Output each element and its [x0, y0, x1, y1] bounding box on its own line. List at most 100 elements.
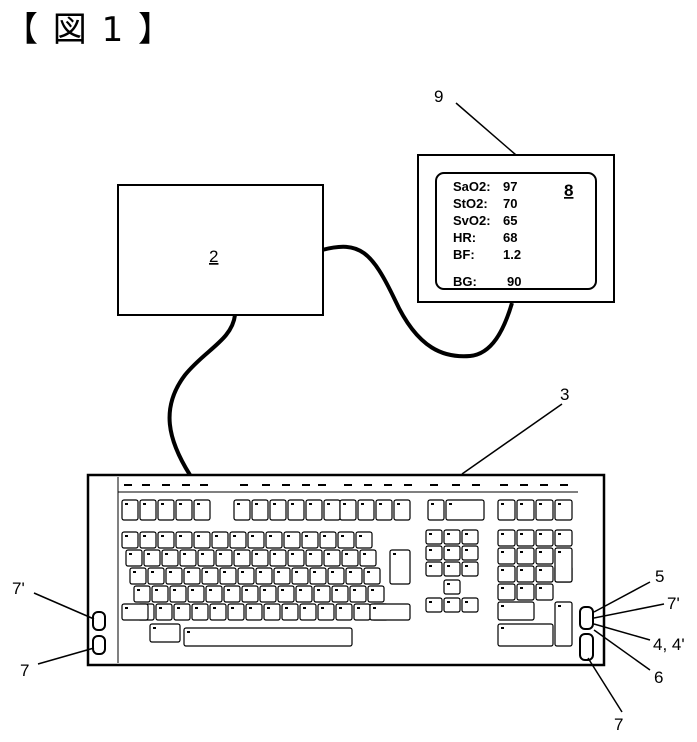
- key-legend-mark: [379, 503, 382, 505]
- keyboard-key: [517, 548, 534, 564]
- keyboard-key: [462, 546, 478, 560]
- keyboard-key: [310, 568, 326, 584]
- key-legend-mark: [197, 535, 200, 537]
- key-legend-mark: [281, 589, 284, 591]
- key-legend-mark: [520, 587, 523, 589]
- keyboard-key: [122, 532, 138, 548]
- keyboard-key: [166, 568, 182, 584]
- keyboard-key: [150, 624, 180, 642]
- keyboard-key: [126, 550, 142, 566]
- leader-line-left-7: [38, 648, 94, 664]
- left-sensor-lower: [93, 636, 105, 654]
- keyboard-label: 3: [560, 385, 569, 404]
- key-legend-mark: [539, 503, 542, 505]
- key-legend-mark: [335, 589, 338, 591]
- callout-5: 5: [655, 567, 664, 586]
- key-legend-mark: [187, 631, 190, 633]
- keyboard-key: [354, 604, 370, 620]
- key-legend-mark: [273, 553, 276, 555]
- keyboard-key: [188, 586, 204, 602]
- keyboard-key: [148, 568, 164, 584]
- keyboard-key: [338, 532, 354, 548]
- key-legend-mark: [197, 503, 200, 505]
- key-legend-mark: [161, 535, 164, 537]
- cable-box-to-keyboard: [170, 315, 235, 475]
- keyboard-key: [324, 550, 340, 566]
- key-legend-mark: [155, 589, 158, 591]
- keyboard-key: [122, 604, 148, 620]
- keyboard-key: [246, 604, 262, 620]
- keyboard-key: [292, 568, 308, 584]
- keyboard-key: [300, 604, 316, 620]
- keyboard-key: [364, 568, 380, 584]
- key-legend-mark: [209, 589, 212, 591]
- keyboard-key: [498, 548, 515, 564]
- key-legend-mark: [520, 551, 523, 553]
- keyboard-key: [158, 500, 174, 520]
- keyboard-key: [234, 500, 250, 520]
- keyboard-key: [428, 500, 444, 520]
- key-legend-mark: [501, 587, 504, 589]
- key-legend-mark: [173, 589, 176, 591]
- monitor: 8 SaO2: 97 StO2: 70 SvO2: 65 HR: 68 BF: …: [418, 155, 614, 302]
- key-legend-mark: [343, 503, 346, 505]
- key-legend-mark: [429, 533, 432, 535]
- key-legend-mark: [520, 533, 523, 535]
- keyboard-key: [444, 530, 460, 544]
- key-legend-mark: [147, 553, 150, 555]
- key-legend-mark: [520, 569, 523, 571]
- key-legend-mark: [241, 571, 244, 573]
- key-legend-mark: [349, 571, 352, 573]
- keyboard-key: [517, 500, 534, 520]
- key-legend-mark: [233, 535, 236, 537]
- keyboard-key: [498, 566, 515, 582]
- key-legend-mark: [558, 605, 561, 607]
- bg-value: 90: [507, 274, 521, 289]
- legend-mark: [240, 484, 248, 486]
- key-legend-mark: [501, 503, 504, 505]
- key-legend-mark: [133, 571, 136, 573]
- keyboard-key: [376, 500, 392, 520]
- keyboard-key: [274, 568, 290, 584]
- keyboard-key: [517, 584, 534, 600]
- keyboard-key: [134, 586, 150, 602]
- keyboard-key: [498, 584, 515, 600]
- key-legend-mark: [539, 533, 542, 535]
- keyboard-key: [264, 604, 280, 620]
- key-legend-mark: [285, 607, 288, 609]
- legend-mark: [182, 484, 190, 486]
- keyboard-key: [194, 500, 210, 520]
- keyboard-key: [360, 550, 376, 566]
- key-legend-mark: [465, 533, 468, 535]
- key-legend-mark: [303, 607, 306, 609]
- keyboard-key: [555, 548, 572, 582]
- key-legend-mark: [179, 535, 182, 537]
- key-legend-mark: [159, 607, 162, 609]
- key-legend-mark: [129, 553, 132, 555]
- key-legend-mark: [305, 535, 308, 537]
- legend-mark: [262, 484, 270, 486]
- keyboard-key: [252, 500, 268, 520]
- key-legend-mark: [313, 571, 316, 573]
- reading-label: StO2:: [453, 196, 488, 211]
- reading-label: SvO2:: [453, 213, 491, 228]
- keyboard-key: [517, 566, 534, 582]
- key-legend-mark: [359, 535, 362, 537]
- key-legend-mark: [295, 571, 298, 573]
- keyboard-key: [122, 500, 138, 520]
- key-legend-mark: [231, 607, 234, 609]
- legend-mark: [142, 484, 150, 486]
- key-legend-mark: [341, 535, 344, 537]
- key-legend-mark: [153, 627, 156, 629]
- keyboard-key: [156, 604, 172, 620]
- keyboard-key: [284, 532, 300, 548]
- keyboard-key: [210, 604, 226, 620]
- bg-label: BG:: [453, 274, 477, 289]
- key-legend-mark: [429, 565, 432, 567]
- legend-mark: [430, 484, 438, 486]
- key-legend-mark: [449, 503, 452, 505]
- reading-label: BF:: [453, 247, 475, 262]
- key-legend-mark: [191, 589, 194, 591]
- key-legend-mark: [501, 605, 504, 607]
- reading-label: SaO2:: [453, 179, 491, 194]
